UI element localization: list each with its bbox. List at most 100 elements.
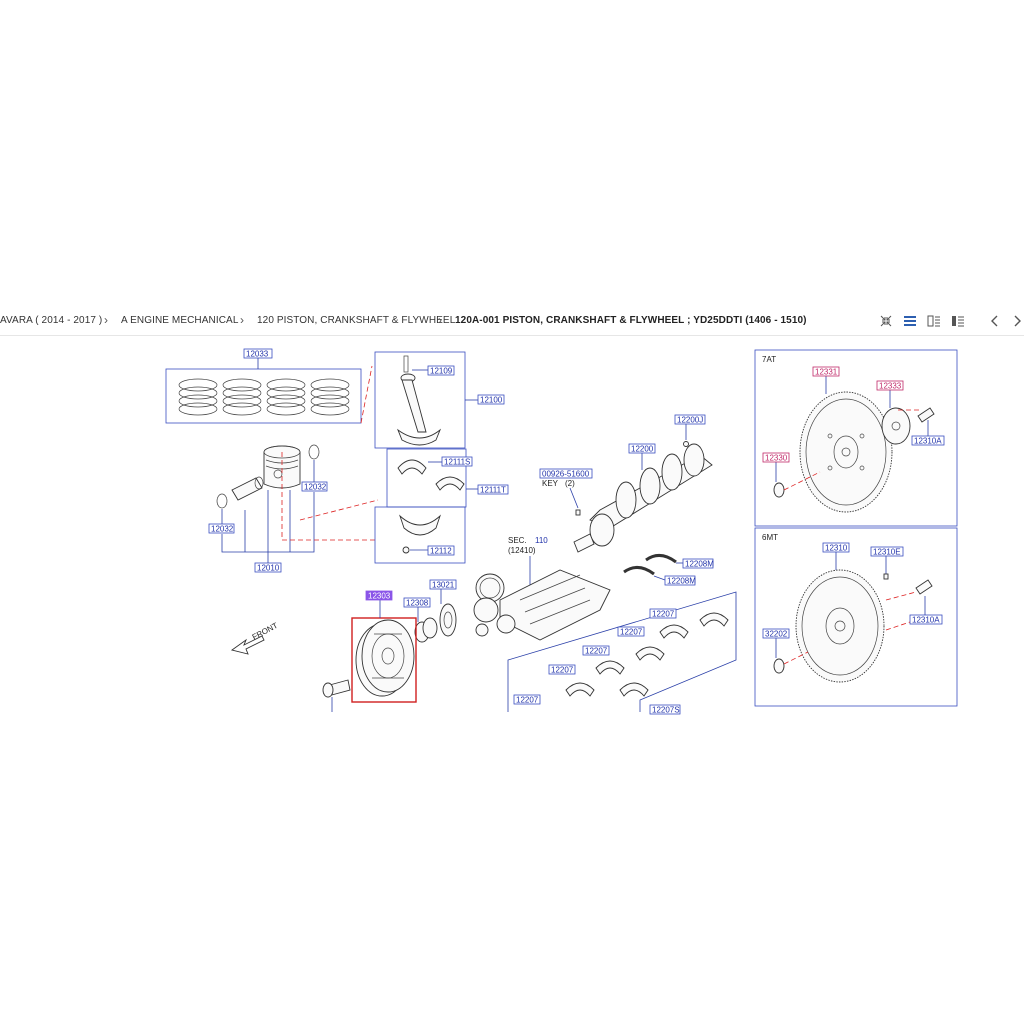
sec-ref-label: (12410) [508,546,536,555]
selected-part-highlight [351,617,417,703]
adapter-plate-part[interactable] [881,407,911,445]
callout-12333[interactable]: 12333 [876,380,904,391]
svg-text:12207: 12207 [585,647,608,656]
snap-ring-part[interactable] [216,444,320,509]
breadcrumb-item-group[interactable]: A ENGINE MECHANICAL [121,315,239,326]
spacer-part[interactable] [414,617,438,643]
breadcrumb-item-current: 120A-001 PISTON, CRANKSHAFT & FLYWHEEL ;… [455,315,807,326]
svg-text:12303: 12303 [368,592,391,601]
flywheel-bolt-6mt-part[interactable] [915,579,933,595]
callout-12310A-7at[interactable]: 12310A [911,435,945,446]
panel-6mt-label: 6MT [762,533,778,542]
flywheel-bolt-7at-part[interactable] [917,407,935,423]
oil-pump-assembly-part[interactable] [473,569,611,641]
svg-text:12112: 12112 [430,547,452,556]
pilot-bushing-7at-part[interactable] [773,482,785,498]
callout-12310A-6mt[interactable]: 12310A [909,614,943,625]
callout-12032-right[interactable]: 12032 [301,481,328,492]
svg-text:12331: 12331 [815,368,838,377]
breadcrumb: AVARA ( 2014 - 2017 ) › A ENGINE MECHANI… [0,309,1024,336]
list-icon[interactable] [903,314,917,328]
crankshaft-part[interactable] [573,443,713,553]
callout-12207-d[interactable]: 12207 [548,664,576,675]
svg-text:12100: 12100 [480,396,503,405]
callout-12310E[interactable]: 12310E [870,546,904,557]
key-label: KEY [542,479,559,488]
svg-text:12200J: 12200J [677,416,703,425]
next-icon[interactable] [1010,314,1024,328]
svg-text:12310A: 12310A [914,437,942,446]
svg-text:12207: 12207 [652,610,675,619]
key-qty-label: (2) [565,479,575,488]
callout-12207-b[interactable]: 12207 [617,626,645,637]
svg-text:12033: 12033 [246,350,269,359]
svg-text:12310A: 12310A [912,616,940,625]
callout-12308[interactable]: 12308 [403,597,431,608]
svg-text:13021: 13021 [432,581,455,590]
callout-12010[interactable]: 12010 [254,562,282,573]
main-bearing-set-part[interactable] [565,612,729,697]
callout-12109[interactable]: 12109 [427,365,455,376]
callout-12207S[interactable]: 12207S [649,704,681,715]
sec-number-link[interactable]: 110 [535,536,548,545]
svg-text:12010: 12010 [257,564,280,573]
flywheel-part[interactable] [795,569,885,683]
callout-12331[interactable]: 12331 [812,366,840,377]
connecting-rod-part[interactable] [397,355,442,446]
callout-12200J[interactable]: 12200J [674,414,706,425]
drive-plate-part[interactable] [799,391,893,513]
callout-12303[interactable]: 12303 [365,590,393,601]
collapse-icon[interactable] [879,314,893,328]
callout-12330[interactable]: 12330 [762,452,790,463]
prev-icon[interactable] [988,314,1002,328]
crank-pulley-part[interactable] [355,619,415,697]
detail-view-icon[interactable] [951,314,965,328]
svg-text:12207: 12207 [551,666,574,675]
callout-12032-left[interactable]: 12032 [208,523,235,534]
callout-00926-51600[interactable]: 00926-51600 [539,468,593,479]
front-arrow-icon [230,635,265,655]
conrod-cap-part[interactable] [399,514,441,554]
svg-text:12032: 12032 [304,483,327,492]
piston-pin-part[interactable] [231,476,264,501]
svg-text:12330: 12330 [765,454,788,463]
breadcrumb-item-model[interactable]: AVARA ( 2014 - 2017 ) [0,315,103,326]
callout-12033[interactable]: 12033 [243,348,273,359]
callout-12200[interactable]: 12200 [628,443,656,454]
callout-12207-c[interactable]: 12207 [582,645,610,656]
svg-text:12310: 12310 [825,544,848,553]
callout-12208M-top[interactable]: 12208M [682,558,714,569]
svg-text:12111S: 12111S [444,458,470,467]
pilot-bearing-6mt-part[interactable] [773,658,785,674]
parts-diagram: 12033 12032 12032 12010 [165,348,958,715]
svg-text:12200: 12200 [631,445,654,454]
split-view-icon[interactable] [927,314,941,328]
svg-text:12111T: 12111T [480,486,506,495]
callout-12310[interactable]: 12310 [822,542,850,553]
thrust-washer-part[interactable] [623,554,677,576]
callout-12100[interactable]: 12100 [477,394,505,405]
svg-text:12109: 12109 [430,367,453,376]
callout-12208M-bottom[interactable]: 12208M [664,575,696,586]
crank-sprocket-part[interactable] [439,603,457,637]
piston-ring-set-part[interactable] [165,368,362,424]
callout-12111T[interactable]: 12111T [477,484,509,495]
callout-12112[interactable]: 12112 [427,545,455,556]
svg-text:12308: 12308 [406,599,429,608]
pulley-bolt-part[interactable] [322,679,351,698]
callout-12207-a[interactable]: 12207 [649,608,677,619]
callout-12207-e[interactable]: 12207 [513,694,541,705]
callout-12111S[interactable]: 12111S [441,456,473,467]
chevron-right-icon: › [438,313,442,327]
svg-text:12310E: 12310E [873,548,901,557]
chevron-right-icon: › [104,313,108,327]
callout-13021[interactable]: 13021 [429,579,457,590]
panel-7at [754,349,958,527]
chevron-right-icon: › [240,313,244,327]
panel-7at-label: 7AT [762,355,776,364]
callout-32202[interactable]: 32202 [762,628,790,639]
svg-text:32202: 32202 [765,630,788,639]
breadcrumb-item-section[interactable]: 120 PISTON, CRANKSHAFT & FLYWHEEL [257,315,456,326]
sec-label: SEC. [508,536,527,545]
conrod-bearing-upper-part[interactable] [397,459,465,491]
